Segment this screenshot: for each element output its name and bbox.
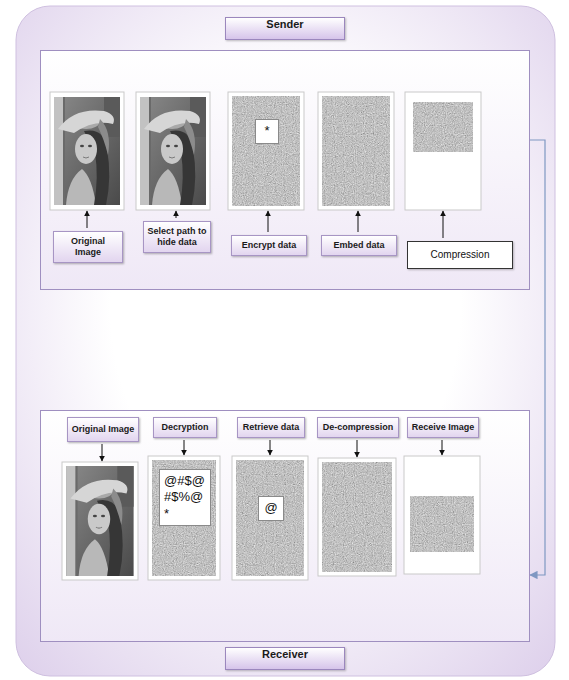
sender-ground — [40, 50, 530, 290]
portrait-image — [140, 97, 206, 205]
image-frame — [148, 456, 220, 580]
image-frame — [50, 92, 124, 210]
hidden-symbol: * — [255, 119, 279, 144]
step-label: Retrieve data — [237, 417, 305, 438]
step-label: Select path to hide data — [143, 221, 211, 253]
cipher-text: @#$@ #$%@ * — [159, 469, 211, 526]
image-frame — [404, 456, 480, 574]
image-frame — [318, 92, 394, 210]
noise-image — [413, 102, 473, 152]
pointer-arrow — [87, 211, 88, 228]
node-text: @#$@ #$%@ * — [164, 473, 206, 522]
section-title: Receiver — [225, 647, 345, 670]
pointer-arrow — [358, 211, 359, 232]
step-label: Original Image — [53, 231, 123, 263]
node-text: Decryption — [157, 422, 213, 433]
node-text: Embed data — [325, 240, 393, 251]
pointer-arrow — [357, 440, 358, 457]
node-text: Original Image — [57, 236, 119, 258]
image-frame — [136, 92, 210, 210]
node-text: Compression — [412, 249, 508, 261]
node-text: Receive Image — [411, 422, 475, 433]
hidden-symbol: @ — [258, 496, 284, 521]
step-label: De-compression — [317, 417, 399, 438]
noise-image — [236, 460, 304, 576]
portrait-image — [54, 97, 120, 205]
noise-image — [322, 96, 390, 206]
image-frame — [62, 462, 138, 580]
pointer-arrow — [443, 211, 444, 238]
node-text: De-compression — [321, 422, 395, 433]
step-label: Decryption — [153, 417, 217, 438]
sender-panel: Sender*Original ImageSelect path to hide… — [40, 50, 530, 290]
pointer-arrow — [268, 211, 269, 232]
noise-image — [232, 96, 300, 206]
step-label: Original Image — [67, 417, 139, 442]
portrait-image — [66, 466, 133, 576]
noise-image — [410, 496, 474, 552]
node-text: Encrypt data — [235, 240, 303, 251]
noise-image — [152, 460, 216, 576]
node-text: Retrieve data — [241, 422, 301, 433]
pointer-arrow — [102, 444, 103, 461]
image-frame — [405, 92, 481, 210]
node-text: Original Image — [71, 424, 135, 435]
section-title: Sender — [225, 17, 345, 40]
node-text: @ — [263, 500, 279, 516]
image-frame — [318, 458, 396, 576]
step-label: Encrypt data — [231, 235, 307, 256]
receiver-panel: ReceiverOriginal ImageDecryptionRetrieve… — [40, 410, 530, 642]
image-frame — [228, 92, 304, 210]
flow-connector — [530, 140, 545, 575]
pointer-arrow — [270, 440, 271, 455]
node-text: * — [260, 123, 274, 139]
pointer-arrow — [442, 440, 443, 455]
step-label: Embed data — [321, 235, 397, 256]
pointer-arrow — [176, 211, 177, 218]
step-label: Receive Image — [407, 417, 479, 438]
receiver-ground — [40, 410, 530, 642]
pointer-arrow — [184, 440, 185, 455]
image-frame — [232, 456, 308, 580]
step-label: Compression — [407, 241, 513, 269]
outer-panel — [16, 6, 555, 676]
node-text: Select path to hide data — [147, 226, 207, 248]
noise-image — [322, 462, 392, 572]
